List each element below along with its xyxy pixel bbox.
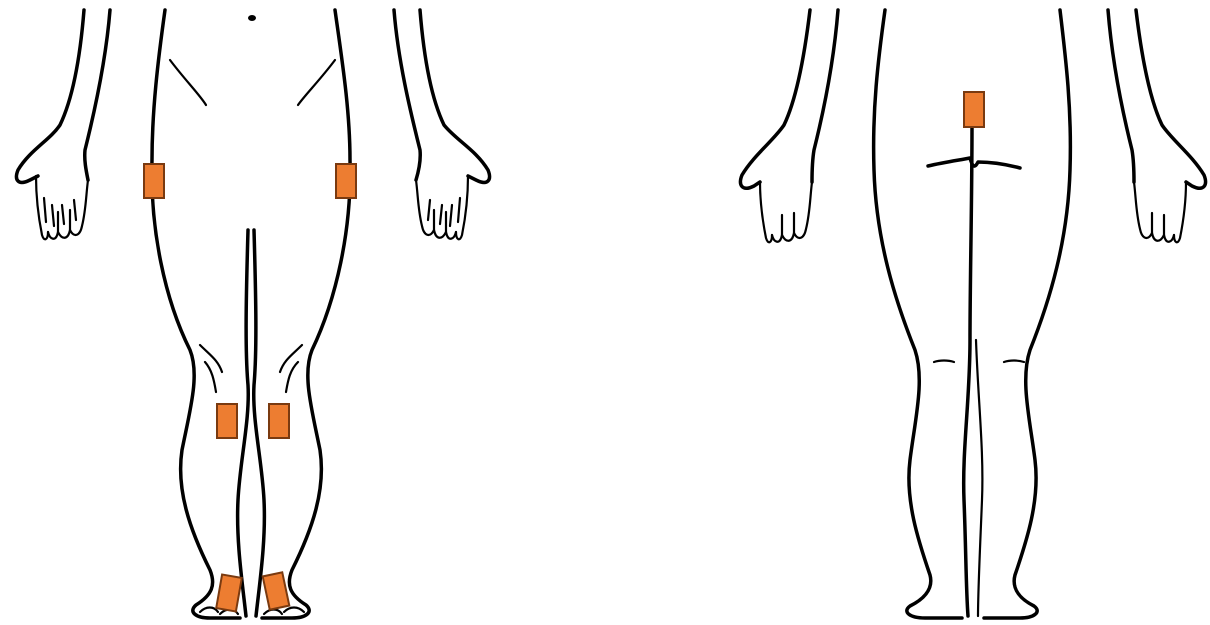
marker-front-left-ankle[interactable] [263, 572, 290, 609]
navel [248, 15, 256, 21]
back-markers [964, 92, 984, 127]
marker-front-left-knee[interactable] [269, 404, 289, 438]
marker-front-right-knee[interactable] [217, 404, 237, 438]
marker-front-left-hip[interactable] [336, 164, 356, 198]
marker-front-right-hip[interactable] [144, 164, 164, 198]
marker-back-lower-back[interactable] [964, 92, 984, 127]
front-markers [144, 164, 356, 611]
marker-front-right-ankle[interactable] [216, 575, 242, 612]
front-body-outline [17, 10, 490, 618]
